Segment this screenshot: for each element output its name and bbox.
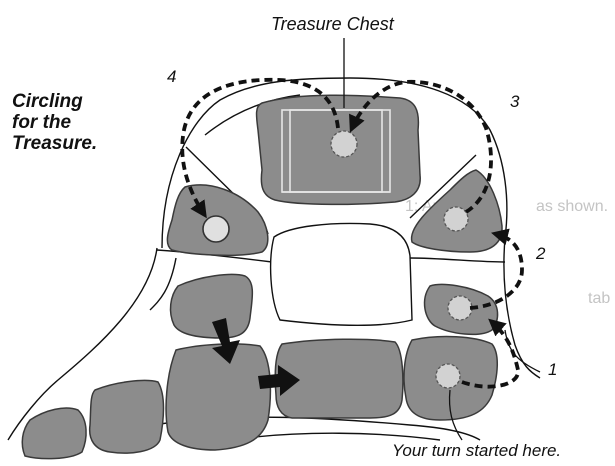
stone-left-mid	[171, 274, 253, 338]
center-block	[271, 224, 412, 326]
title-line-2: for the	[12, 112, 142, 133]
start-note: Your turn started here.	[392, 441, 561, 461]
diagram-title: Circling for the Treasure.	[12, 91, 142, 154]
step-1-label: 1	[548, 360, 557, 380]
title-line-1: Circling	[12, 91, 142, 112]
token-icon	[203, 216, 229, 242]
bottom-curve-2	[230, 433, 440, 440]
dashed-marker-chest	[331, 131, 357, 157]
step-2-label: 2	[536, 244, 545, 264]
title-line-3: Treasure.	[12, 133, 142, 154]
dashed-marker-start	[436, 364, 460, 388]
stone-far-left	[22, 408, 86, 459]
stone-center-left	[166, 344, 270, 450]
divider-lower-right	[410, 258, 505, 262]
dashed-marker-2	[448, 296, 472, 320]
step-3-label: 3	[510, 92, 519, 112]
stone-bottom-left	[90, 380, 164, 453]
dashed-marker-3	[444, 207, 468, 231]
treasure-chest-label: Treasure Chest	[271, 14, 394, 35]
step-4-label: 4	[167, 67, 176, 87]
